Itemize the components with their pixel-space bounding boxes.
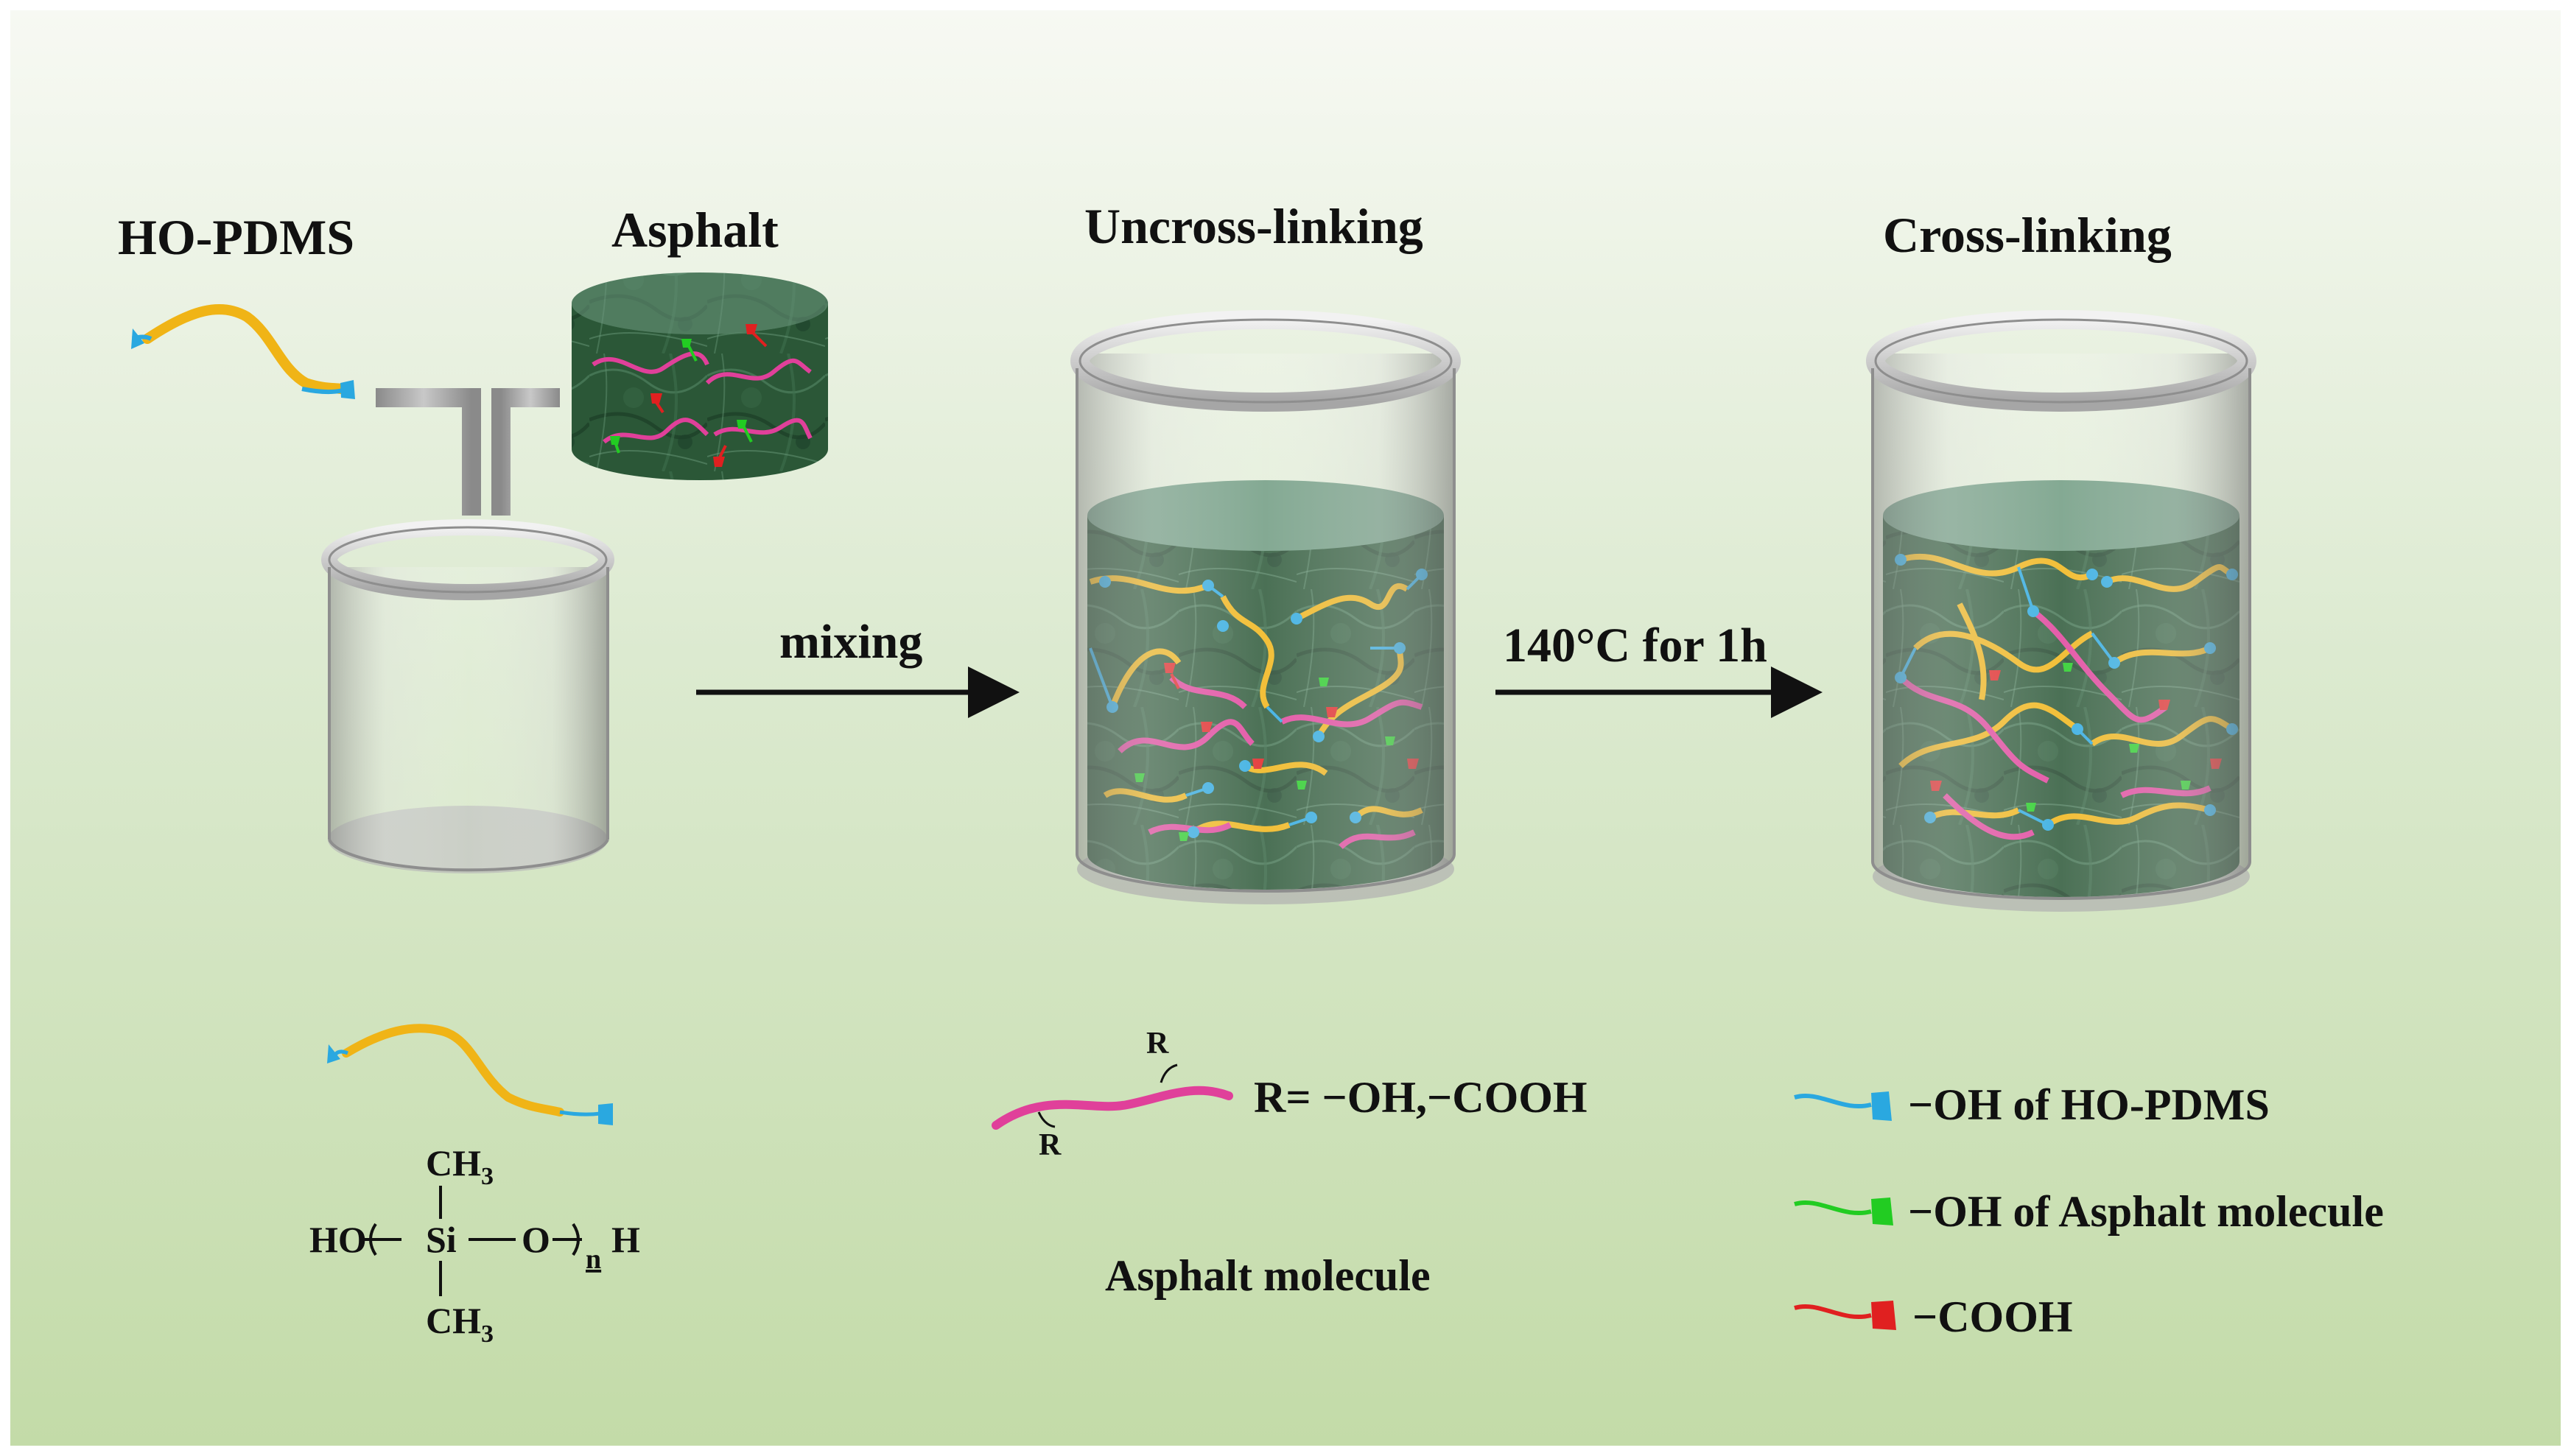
o-atom: O (522, 1219, 550, 1260)
legend-item-oh-asphalt: −OH of Asphalt molecule (1794, 1187, 2384, 1236)
ho-pdms-molecule (131, 304, 355, 399)
oh-end-left-icon (131, 328, 144, 349)
cooh-icon (1871, 1301, 1896, 1330)
r-group-label-upper: R (1146, 1027, 1169, 1061)
asphalt-molecule-label: Asphalt molecule (1105, 1251, 1431, 1300)
right-paren (572, 1223, 580, 1256)
asphalt-molecule-legend: R R R= −OH,−COOH Asphalt molecule (992, 1027, 1588, 1300)
pdms-chain (142, 304, 351, 395)
ch3-bottom: CH3 (426, 1300, 494, 1348)
legend-label-cooh: −COOH (1912, 1293, 2073, 1341)
uncross-linking-beaker (1070, 310, 1461, 904)
repeat-n: n (586, 1244, 601, 1275)
si-atom: Si (426, 1219, 457, 1260)
ho-pdms-title: HO-PDMS (118, 209, 354, 265)
pdms-structure: CH3 HO Si O n H CH3 (309, 1024, 640, 1348)
ho-group: HO (309, 1219, 367, 1260)
legend-item-oh-pdms: −OH of HO-PDMS (1794, 1080, 2270, 1129)
h-terminal: H (611, 1219, 640, 1260)
condition-label: 140°C for 1h (1503, 619, 1767, 672)
mixing-label: mixing (779, 615, 922, 669)
asphalt-chain (992, 1086, 1233, 1130)
legend-label-oh-asphalt: −OH of Asphalt molecule (1908, 1187, 2384, 1236)
r-group-label-lower: R (1039, 1128, 1062, 1162)
feed-pipes (376, 388, 560, 516)
empty-beaker (321, 519, 614, 873)
oh-end-icon (327, 1044, 340, 1063)
oh-end-icon-right (598, 1103, 613, 1125)
functional-group-legend: −OH of HO-PDMS −OH of Asphalt molecule −… (1794, 1080, 2384, 1341)
legend-label-oh-pdms: −OH of HO-PDMS (1908, 1080, 2270, 1129)
cross-linking-beaker (1866, 310, 2256, 912)
legend-item-cooh: −COOH (1794, 1293, 2073, 1341)
oh-asphalt-icon (1871, 1197, 1893, 1225)
oh-pdms-icon (1871, 1091, 1892, 1121)
cross-linking-title: Cross-linking (1883, 207, 2172, 263)
asphalt-block (572, 272, 828, 480)
oh-end-right-icon (340, 380, 355, 399)
uncross-linking-title: Uncross-linking (1084, 198, 1423, 254)
ch3-top: CH3 (426, 1142, 494, 1190)
r-definition: R= −OH,−COOH (1254, 1073, 1588, 1122)
asphalt-title: Asphalt (611, 202, 779, 258)
pdms-chain-legend (342, 1024, 564, 1116)
